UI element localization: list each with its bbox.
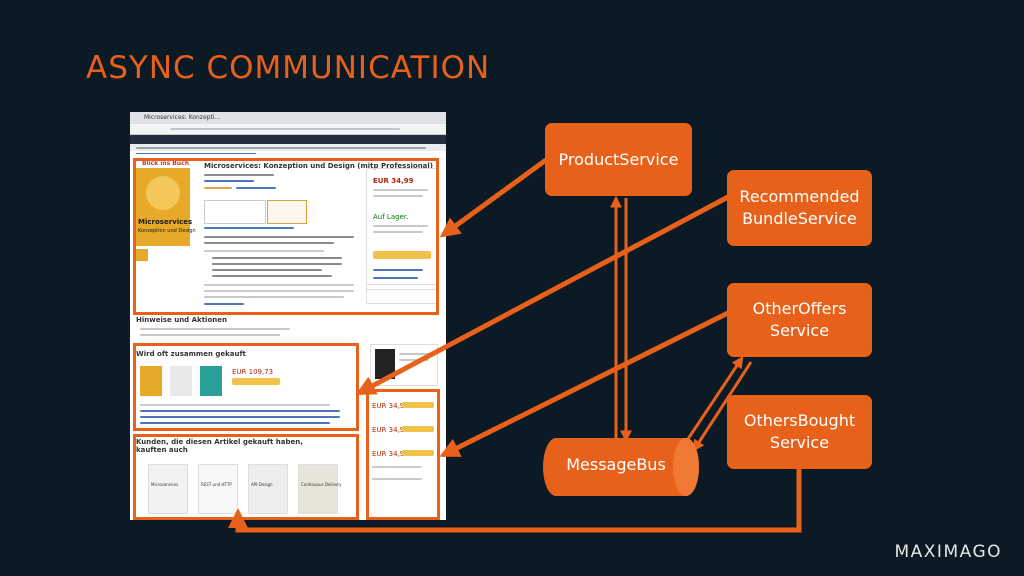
frequently-bought-heading: Wird oft zusammen gekauft xyxy=(136,350,246,358)
other-offer-cart-1[interactable] xyxy=(402,402,434,408)
product-title: Microservices: Konzeption und Design (mi… xyxy=(204,162,433,170)
arrow-product xyxy=(439,157,548,238)
product-service-box: ProductService xyxy=(545,123,692,196)
add-bundle-button[interactable] xyxy=(232,378,280,385)
arrow-other-offers xyxy=(439,310,730,458)
notes-heading: Hinweise und Aktionen xyxy=(136,316,227,324)
arrow-recommended xyxy=(355,194,730,396)
other-offer-cart-3[interactable] xyxy=(402,450,434,456)
message-bus-label: MessageBus xyxy=(566,455,666,474)
other-offers-service-box: OtherOffers Service xyxy=(727,283,872,357)
recommended-bundle-service-label: Recommended BundleService xyxy=(739,187,860,228)
browser-tab-bar: Microservices: Konzepti... xyxy=(130,112,446,124)
message-bus-shape xyxy=(543,438,699,496)
product-section-highlight xyxy=(133,158,439,315)
others-bought-service-label: OthersBought Service xyxy=(743,411,856,452)
site-nav xyxy=(130,144,446,151)
product-page-screenshot: Microservices: Konzepti... Microservices… xyxy=(130,112,446,520)
link-bus-offers-b xyxy=(692,361,753,453)
buy-box-price: EUR 34,99 xyxy=(373,177,414,185)
other-offers-section-highlight xyxy=(366,389,440,520)
link-bus-offers-a xyxy=(682,356,744,446)
add-to-cart-button[interactable] xyxy=(373,251,431,259)
other-offer-price-2: EUR 34,99 xyxy=(372,426,409,434)
reco-cover-4[interactable]: Continuous Delivery xyxy=(298,464,341,514)
slide-title: ASYNC COMMUNICATION xyxy=(86,50,491,86)
customers-also-bought-heading: Kunden, die diesen Artikel gekauft haben… xyxy=(136,438,303,454)
book-cover[interactable]: Microservices Konzeption und Design xyxy=(136,168,196,246)
address-bar[interactable] xyxy=(130,124,446,135)
other-offer-price-3: EUR 34,99 xyxy=(372,450,409,458)
other-offers-service-label: OtherOffers Service xyxy=(752,299,847,340)
site-header xyxy=(130,135,446,144)
brand-logo-text: MAXIMAGO xyxy=(894,542,1002,562)
reco-cover-2[interactable]: REST und HTTP xyxy=(198,464,238,514)
other-offer-price-1: EUR 34,99 xyxy=(372,402,409,410)
others-bought-service-box: OthersBought Service xyxy=(727,395,872,469)
bundle-price: EUR 109,73 xyxy=(232,368,274,376)
recommended-bundle-service-box: Recommended BundleService xyxy=(727,170,872,246)
reco-cover-1[interactable]: Microservices xyxy=(148,464,188,514)
arrow-others-bought xyxy=(228,469,802,533)
look-inside-badge[interactable]: Blick ins Buch xyxy=(142,160,189,167)
stock-status: Auf Lager. xyxy=(373,213,409,221)
browser-tab[interactable]: Microservices: Konzepti... xyxy=(144,114,221,121)
other-offer-cart-2[interactable] xyxy=(402,426,434,432)
reco-cover-3[interactable]: API-Design xyxy=(248,464,288,514)
product-service-label: ProductService xyxy=(558,149,679,169)
